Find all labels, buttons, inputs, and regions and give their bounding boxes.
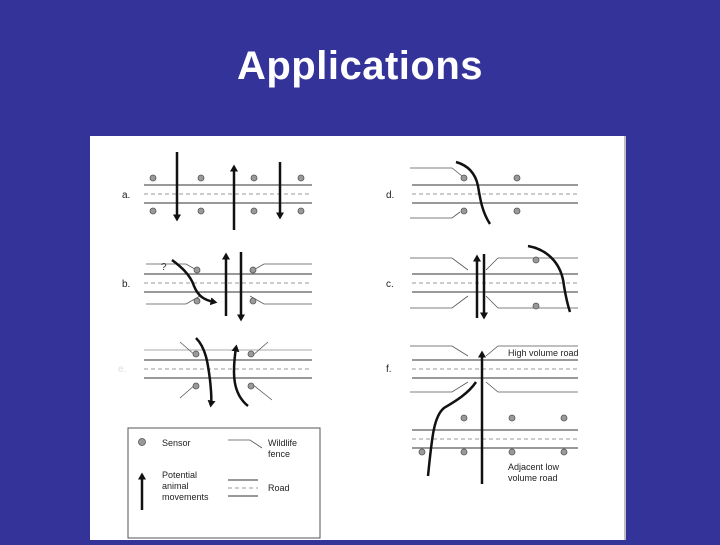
panel-f: f. High volume road Adjacent low volume … bbox=[386, 345, 579, 484]
panel-c-label: c. bbox=[386, 279, 394, 290]
panel-e-label: e. bbox=[118, 364, 126, 375]
panel-b: b. ? bbox=[122, 252, 312, 322]
panel-a: a. bbox=[122, 152, 312, 230]
sensors-f bbox=[418, 414, 568, 456]
legend-movement-label-line3: movements bbox=[162, 492, 209, 502]
figure-panel: a. b. ? bbox=[90, 136, 626, 540]
road-b bbox=[144, 273, 312, 293]
movements-c bbox=[473, 244, 572, 320]
sensors-e bbox=[192, 350, 255, 390]
sensors-b bbox=[193, 266, 257, 305]
road-f-high bbox=[412, 359, 578, 379]
panel-e: e. bbox=[118, 337, 312, 408]
legend-sensor-label: Sensor bbox=[162, 438, 191, 448]
legend-movement-label-line1: Potential bbox=[162, 470, 197, 480]
panel-d-label: d. bbox=[386, 190, 394, 201]
panel-d: d. bbox=[386, 160, 578, 225]
adjacent-road-label-line2: volume road bbox=[508, 473, 558, 483]
panel-a-label: a. bbox=[122, 190, 130, 201]
adjacent-road-label-line1: Adjacent low bbox=[508, 462, 560, 472]
movements-a bbox=[173, 152, 284, 230]
legend: Sensor Wildlife fence Potential animal m… bbox=[127, 427, 321, 539]
movements-f bbox=[426, 350, 486, 484]
panel-f-label: f. bbox=[386, 364, 392, 375]
movements-b bbox=[171, 252, 245, 322]
sensors-a bbox=[149, 174, 305, 215]
fence-b bbox=[146, 263, 312, 305]
fence-e bbox=[179, 341, 273, 401]
question-mark: ? bbox=[161, 262, 167, 273]
high-volume-road-label: High volume road bbox=[508, 348, 579, 358]
sensor-icon bbox=[138, 438, 146, 446]
panel-b-label: b. bbox=[122, 279, 130, 290]
fence-f bbox=[410, 345, 578, 393]
road-c bbox=[412, 273, 578, 293]
sensors-d bbox=[460, 174, 521, 215]
fence-c bbox=[410, 257, 578, 309]
sensors-c bbox=[532, 256, 540, 310]
road-icon bbox=[228, 479, 258, 497]
road-e bbox=[144, 349, 312, 379]
slide-title: Applications bbox=[236, 44, 484, 88]
wildlife-fence-icon bbox=[228, 439, 263, 449]
road-d bbox=[412, 184, 578, 204]
movements-e bbox=[195, 337, 249, 408]
legend-fence-label-line1: Wildlife bbox=[268, 438, 297, 448]
road-f-low bbox=[412, 429, 578, 449]
legend-road-label: Road bbox=[268, 483, 290, 493]
legend-box bbox=[127, 427, 321, 539]
road-a bbox=[144, 184, 312, 204]
road-crossing-diagram: a. b. ? bbox=[118, 152, 579, 539]
movements-d bbox=[455, 160, 492, 225]
legend-fence-label-line2: fence bbox=[268, 449, 290, 459]
fence-d bbox=[410, 167, 463, 219]
legend-movement-label-line2: animal bbox=[162, 481, 189, 491]
panel-c: c. bbox=[386, 244, 578, 320]
